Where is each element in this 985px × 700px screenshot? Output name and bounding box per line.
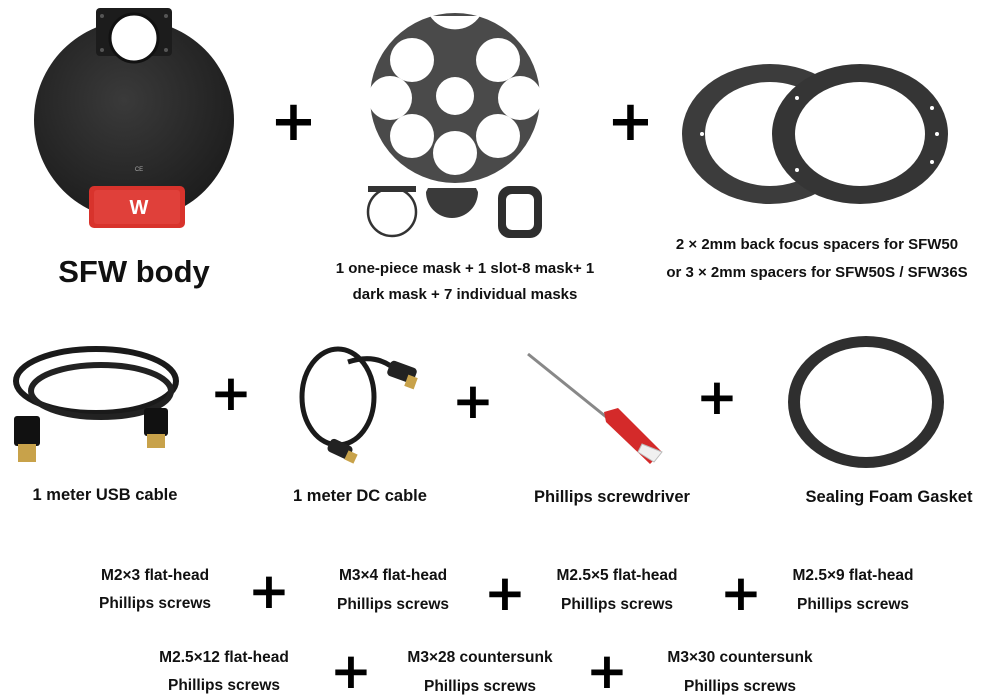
plus-icon: + [452, 372, 494, 430]
plus-icon: + [330, 642, 372, 700]
screw-m2-5x9-line2: Phillips screws [797, 596, 909, 613]
phillips-screwdriver-image [527, 352, 663, 464]
screw-m2x3-line2: Phillips screws [99, 595, 211, 612]
screw-m3x28-line2: Phillips screws [424, 678, 536, 695]
dc-cable-image [299, 346, 418, 464]
spacers-caption-line1: 2 × 2mm back focus spacers for SFW50 [675, 236, 959, 253]
plus-icon: + [720, 564, 762, 622]
body-plate-mark: CE [134, 167, 144, 173]
usb-cable-caption: 1 meter USB cable [32, 486, 178, 504]
back-focus-spacers-image [682, 64, 948, 204]
screw-m3x30-line2: Phillips screws [684, 678, 796, 695]
screw-m2-5x9-line1: M2.5×9 flat-head [792, 567, 914, 584]
plus-icon: + [586, 642, 628, 700]
screw-m2x3-line1: M2×3 flat-head [100, 567, 210, 584]
screw-m2-5x12-line1: M2.5×12 flat-head [159, 649, 289, 666]
plus-icon: + [248, 562, 290, 620]
plus-icon: + [696, 368, 738, 426]
plus-icon: + [484, 564, 526, 622]
masks-caption-line2: dark mask + 7 individual masks [352, 286, 578, 303]
screw-m3x4-line2: Phillips screws [337, 596, 449, 613]
plus-icon: + [270, 89, 317, 154]
screw-m3x30-line1: M3×30 countersunk [667, 649, 813, 666]
slot-8-mask-image [368, 13, 542, 183]
screw-m2-5x12-line2: Phillips screws [168, 677, 280, 694]
one-piece-mask-image [366, 186, 542, 238]
screw-m3x4-line1: M3×4 flat-head [338, 567, 448, 584]
screw-m2-5x5-line1: M2.5×5 flat-head [556, 567, 678, 584]
screwdriver-caption: Phillips screwdriver [534, 488, 690, 506]
plus-icon: + [607, 89, 654, 154]
sfw-body-caption: SFW body [58, 254, 210, 289]
brand-logo-badge: W [129, 197, 149, 219]
plus-icon: + [210, 364, 252, 422]
sfw-body-image [34, 8, 234, 228]
spacers-caption-line2: or 3 × 2mm spacers for SFW50S / SFW36S [666, 264, 968, 281]
screw-m3x28-line1: M3×28 countersunk [407, 649, 553, 666]
dc-cable-caption: 1 meter DC cable [293, 487, 427, 505]
masks-caption-line1: 1 one-piece mask + 1 slot-8 mask+ 1 [335, 260, 595, 277]
gasket-caption: Sealing Foam Gasket [805, 488, 973, 506]
foam-gasket-image [788, 336, 944, 468]
screw-m2-5x5-line2: Phillips screws [561, 596, 673, 613]
usb-cable-image [13, 346, 179, 462]
